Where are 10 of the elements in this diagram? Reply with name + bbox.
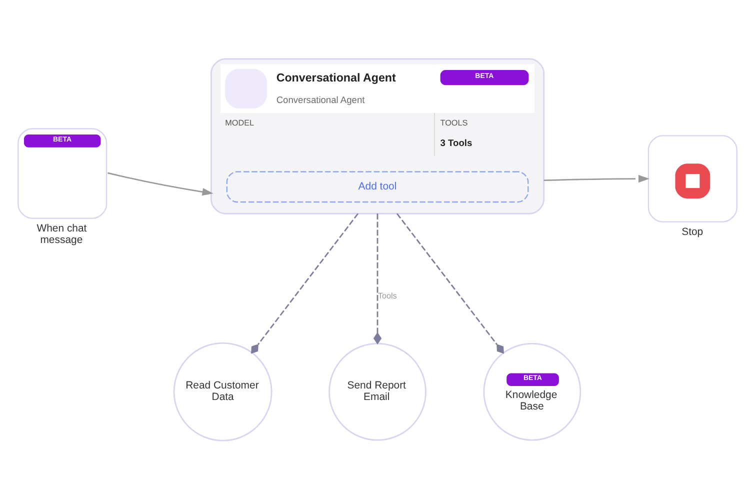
connector xyxy=(251,212,359,354)
node-label: Stop xyxy=(682,226,704,238)
node-box: Add tool xyxy=(226,170,529,202)
node-label: When chat message xyxy=(36,222,87,246)
node-circle: Send Report Email xyxy=(328,342,426,440)
edge-label: Tools xyxy=(378,291,397,300)
arrow xyxy=(544,174,650,182)
arrow xyxy=(108,172,214,196)
connector xyxy=(373,213,382,344)
connector xyxy=(396,212,504,354)
